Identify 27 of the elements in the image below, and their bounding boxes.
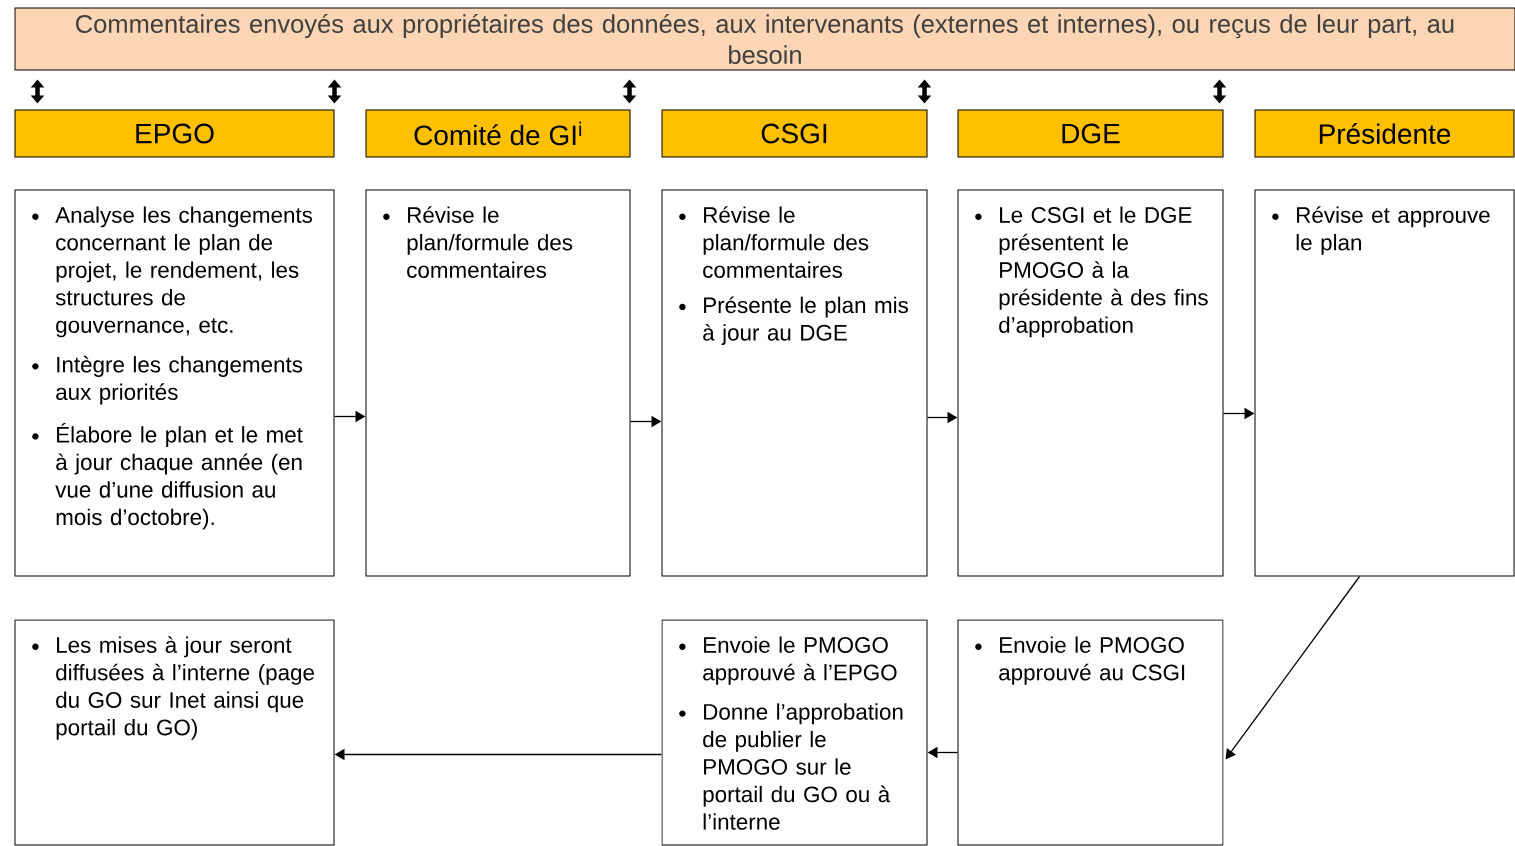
process-box (661, 619, 928, 846)
bullet-item: Révise le plan/formule des commentaires (679, 206, 869, 278)
bullet-item: Révise le plan/formule des commentaires (383, 206, 573, 278)
bullet-item: Envoie le PMOGO approuvé au CSGI (975, 636, 1185, 685)
bullet-item: Révise et approuve le plan (1272, 206, 1490, 255)
header-box: DGE (957, 109, 1224, 158)
process-box (14, 189, 335, 577)
header-box: CSGI (661, 109, 928, 158)
header-box: EPGO (14, 109, 335, 158)
process-box (14, 619, 335, 846)
process-box (957, 189, 1224, 577)
arrow (1225, 575, 1361, 760)
process-box (661, 189, 928, 577)
bullet-item: Donne l’approbation de publier le PMOGO sur le portail du GO ou à l’interne (679, 703, 903, 830)
header-box: Comité de GI$^{i}$ (365, 109, 631, 158)
bullet-item: Intègre les changements aux priorités (32, 355, 303, 405)
bullet-item: Le CSGI et le DGE présentent le PMOGO à la présidente à des fins d’approbation (975, 206, 1208, 338)
process-box (1254, 189, 1515, 577)
bullet-item: Analyse les changements concernant le plan de projet, le rendement, les structures de gouvernance, etc. (32, 206, 313, 338)
bullet-item: Envoie le PMOGO approuvé à l’EPGO (679, 636, 897, 685)
bullet-item: Les mises à jour seront diffusées à l’interne (page du GO sur Inet ainsi que portail du GO) (32, 636, 314, 740)
banner-box: Commentaires envoyés aux propriétaires des données, aux intervenants (externes et internes), ou reçus de leur part, au besoin (14, 7, 1515, 71)
process-box (957, 619, 1224, 846)
bullet-item: Présente le plan mis à jour au DGE (679, 296, 908, 346)
process-box (365, 189, 631, 577)
header-box: Présidente (1254, 109, 1515, 158)
bullet-item: Élabore le plan et le met à jour chaque année (en vue d’une diffusion au mois d’octobre). (32, 423, 303, 530)
